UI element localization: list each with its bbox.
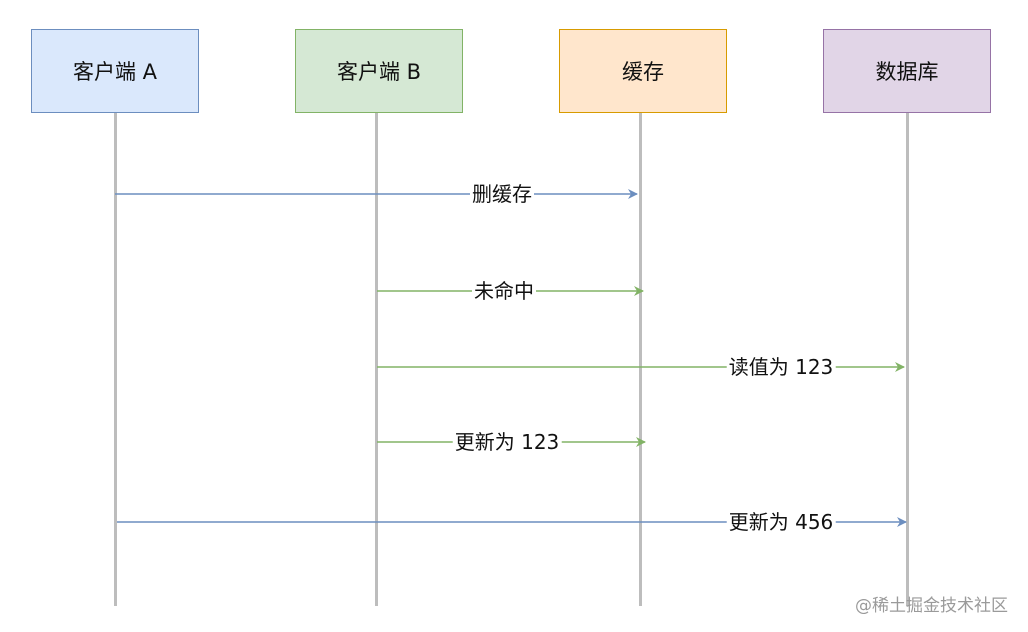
message-label-update-db: 更新为 456: [726, 509, 836, 535]
lifeline-database: [906, 113, 909, 606]
actor-client-b: 客户端 B: [295, 29, 463, 113]
lifeline-client-b: [375, 113, 378, 606]
actor-client-a: 客户端 A: [31, 29, 199, 113]
message-label-delete-cache: 删缓存: [470, 181, 534, 207]
actor-cache: 缓存: [559, 29, 727, 113]
lifeline-cache: [639, 113, 642, 606]
message-label-read-db: 读值为 123: [726, 354, 836, 380]
actor-database: 数据库: [823, 29, 991, 113]
message-label-cache-miss: 未命中: [472, 278, 536, 304]
message-label-update-cache: 更新为 123: [452, 429, 562, 455]
watermark: @稀土掘金技术社区: [855, 596, 1008, 616]
lifeline-client-a: [114, 113, 117, 606]
